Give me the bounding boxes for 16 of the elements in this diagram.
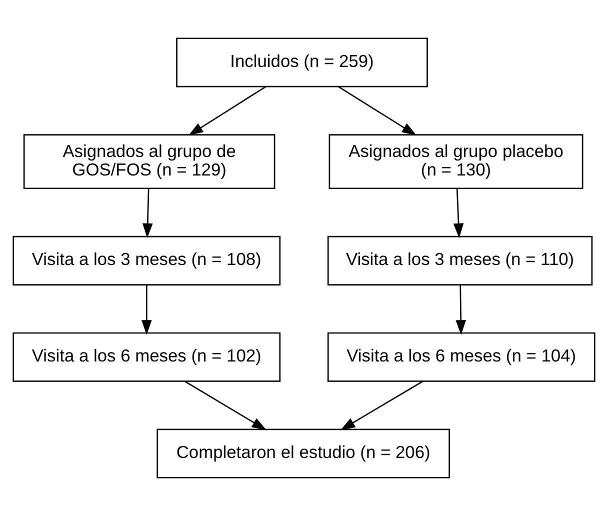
node-box: Visita a los 3 meses (n = 108) <box>12 236 281 286</box>
arrow <box>188 86 266 136</box>
node-box: Incluidos (n = 259) <box>176 38 428 88</box>
arrow <box>184 380 267 430</box>
node-box: Visita a los 6 meses (n = 104) <box>327 332 596 382</box>
node-box: Asignados al grupo de GOS/FOS (n = 129) <box>23 134 276 190</box>
node-box: Visita a los 6 meses (n = 102) <box>12 332 281 382</box>
arrow <box>456 285 466 335</box>
arrow <box>141 285 152 335</box>
arrow <box>338 86 417 136</box>
arrow <box>142 188 153 238</box>
node-box: Asignados al grupo placebo (n = 130) <box>328 134 584 190</box>
node-box: Completaron el estudio (n = 206) <box>156 428 450 478</box>
arrow <box>340 380 424 430</box>
arrow <box>453 188 464 238</box>
node-box: Visita a los 3 meses (n = 110) <box>327 236 593 286</box>
